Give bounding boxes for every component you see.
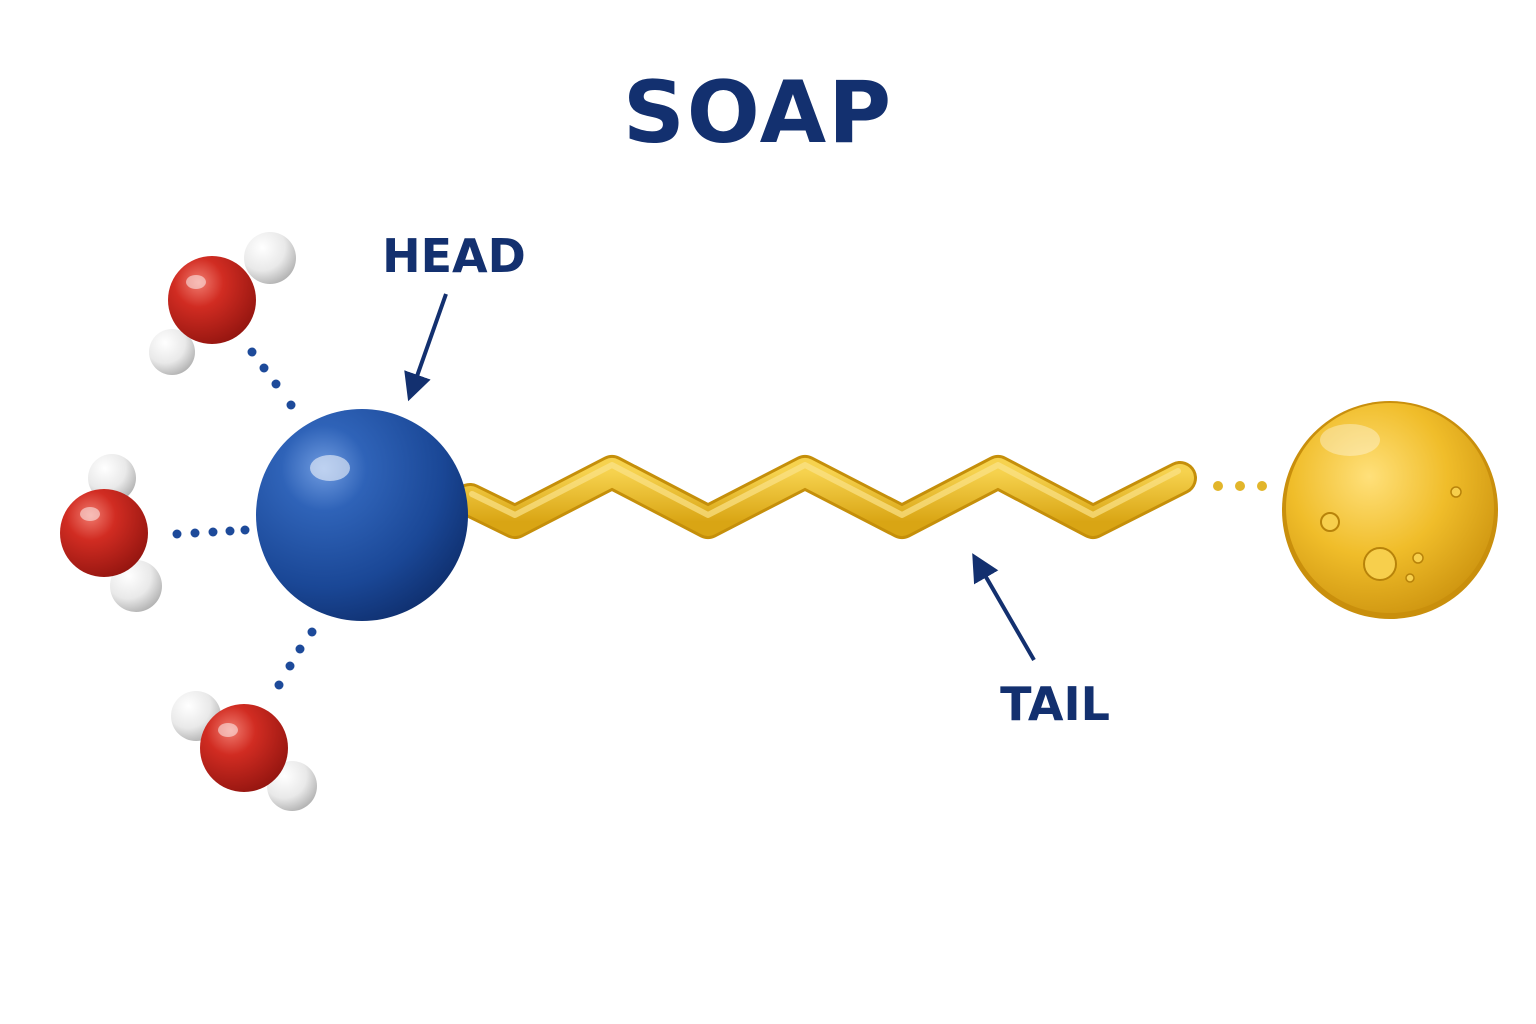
water-attraction-dots: [172, 347, 317, 690]
tail-label: TAIL: [1000, 677, 1110, 731]
tail-arrow: [972, 553, 1036, 662]
head-sphere: [256, 409, 468, 621]
water-molecule-middle: [60, 454, 162, 612]
page-title: SOAP: [623, 63, 893, 163]
tail-chain: [453, 455, 1197, 539]
oil-attraction-dots: [1213, 481, 1267, 491]
head-arrow: [404, 293, 448, 402]
oil-droplet: [1282, 401, 1498, 619]
water-molecule-top: [149, 232, 296, 375]
water-molecule-bottom: [171, 691, 317, 811]
head-label: HEAD: [382, 229, 526, 283]
